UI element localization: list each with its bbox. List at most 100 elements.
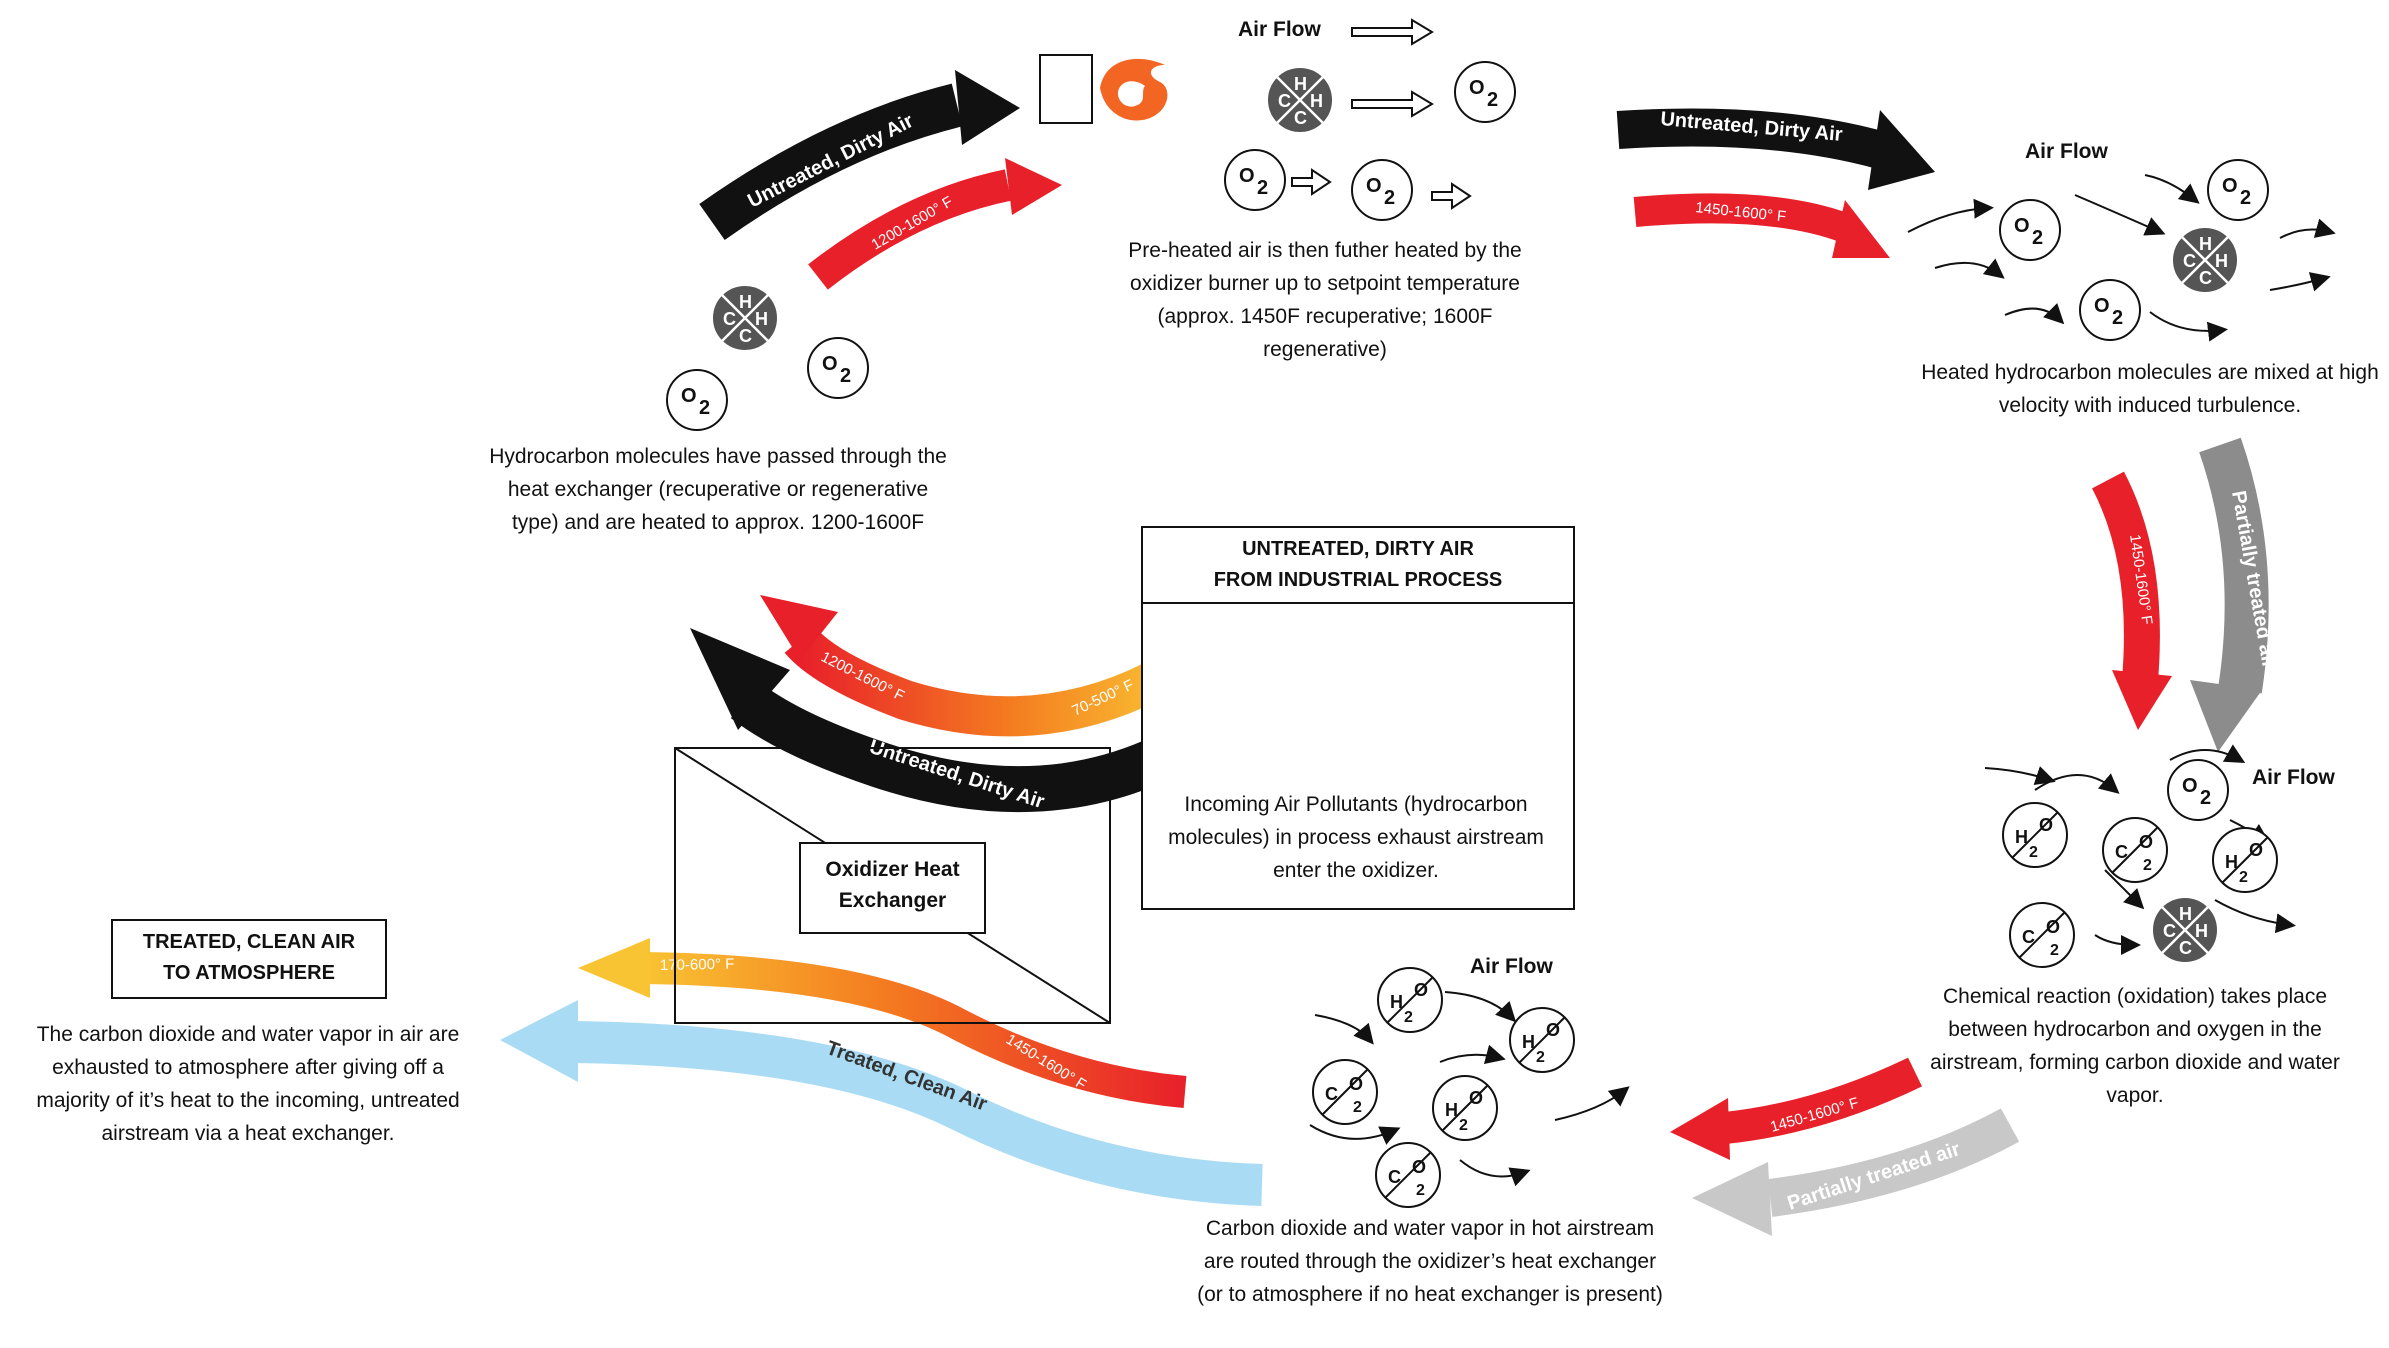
svg-text:2: 2 xyxy=(2200,787,2211,809)
svg-text:O: O xyxy=(1469,77,1485,99)
svg-text:O: O xyxy=(681,385,697,407)
svg-text:H: H xyxy=(739,292,752,312)
treated-clean-air-box: TREATED, CLEAN AIR TO ATMOSPHERE xyxy=(111,919,387,999)
carbon-dioxide-molecule: C O 2 xyxy=(1375,1142,1441,1208)
svg-text:C: C xyxy=(2199,268,2212,288)
svg-text:O: O xyxy=(2046,917,2060,937)
oxygen-molecule: O 2 xyxy=(666,369,728,431)
svg-text:C: C xyxy=(2022,927,2035,947)
heated-1450-right-arrow xyxy=(2091,471,2172,730)
untreated-box-title-line1: UNTREATED, DIRTY AIR xyxy=(1242,538,1474,560)
caption-incoming: Incoming Air Pollutants (hydrocarbon mol… xyxy=(1168,793,1544,882)
untreated-to-mixing-arrow xyxy=(1616,108,1935,190)
incoming-warm-arrow xyxy=(760,595,1191,737)
heat-exchanger-line2: Exchanger xyxy=(838,889,947,912)
svg-text:2: 2 xyxy=(1384,187,1395,209)
svg-text:H: H xyxy=(1522,1032,1535,1052)
svg-text:H: H xyxy=(2179,904,2192,924)
caption-mixed: Heated hydrocarbon molecules are mixed a… xyxy=(1921,361,2379,417)
svg-text:2: 2 xyxy=(2050,942,2059,959)
svg-text:C: C xyxy=(2179,938,2192,958)
svg-text:2: 2 xyxy=(840,365,851,387)
svg-text:H: H xyxy=(2015,827,2028,847)
oxygen-molecule: O 2 xyxy=(1454,61,1516,123)
turbulence-arrows-top xyxy=(1907,174,2336,342)
svg-text:2: 2 xyxy=(699,397,710,419)
untreated-to-burner-arrow xyxy=(699,70,1020,240)
svg-text:C: C xyxy=(739,326,752,346)
svg-text:O: O xyxy=(2094,295,2110,317)
svg-text:O: O xyxy=(2182,775,2198,797)
svg-text:O: O xyxy=(822,353,838,375)
svg-text:O: O xyxy=(1414,980,1428,1000)
svg-text:O: O xyxy=(2222,175,2238,197)
oxygen-molecule: O 2 xyxy=(1224,149,1286,211)
oxygen-molecule: O 2 xyxy=(2167,759,2229,821)
treated-box-title-line2: TO ATMOSPHERE xyxy=(163,962,335,984)
caption-preheated: Pre-heated air is then futher heated by … xyxy=(1128,239,1522,361)
svg-text:O: O xyxy=(1239,165,1255,187)
caption-exhausted: The carbon dioxide and water vapor in ai… xyxy=(36,1023,460,1145)
hydrocarbon-molecule: C H H C xyxy=(1265,65,1335,135)
oxygen-molecule: O 2 xyxy=(807,337,869,399)
oxygen-molecule: O 2 xyxy=(2079,279,2141,341)
caption-routed: Carbon dioxide and water vapor in hot ai… xyxy=(1197,1217,1663,1306)
svg-text:O: O xyxy=(1349,1074,1363,1094)
carbon-dioxide-molecule: C O 2 xyxy=(2102,817,2168,883)
svg-text:H: H xyxy=(2195,921,2208,941)
svg-text:O: O xyxy=(1366,175,1382,197)
airflow-hollow-arrows xyxy=(1291,18,1472,210)
svg-text:C: C xyxy=(1278,91,1291,111)
svg-text:H: H xyxy=(1310,91,1323,111)
heated-1200-arrow xyxy=(808,158,1062,290)
svg-text:C: C xyxy=(1325,1084,1338,1104)
heat-exchanger-line1: Oxidizer Heat xyxy=(825,858,960,881)
svg-text:2: 2 xyxy=(2112,307,2123,329)
svg-text:2: 2 xyxy=(2240,187,2251,209)
untreated-dirty-air-box: UNTREATED, DIRTY AIR FROM INDUSTRIAL PRO… xyxy=(1141,526,1575,910)
heat-exchanger-label-box: Oxidizer Heat Exchanger xyxy=(799,842,986,934)
svg-text:2: 2 xyxy=(1257,177,1268,199)
water-molecule: H 2 O xyxy=(1432,1075,1498,1141)
hydrocarbon-molecule: C H H C xyxy=(2150,895,2220,965)
svg-text:H: H xyxy=(2199,234,2212,254)
untreated-box-title-line2: FROM INDUSTRIAL PROCESS xyxy=(1213,569,1503,591)
treated-clean-arrow xyxy=(500,1000,1263,1206)
svg-text:H: H xyxy=(2225,852,2238,872)
svg-text:H: H xyxy=(2215,251,2228,271)
svg-text:O: O xyxy=(1469,1088,1483,1108)
air-flow-label-bottom: Air Flow xyxy=(1470,955,1553,978)
caption-hydrocarbon-heated: Hydrocarbon molecules have passed throug… xyxy=(489,445,947,534)
svg-text:H: H xyxy=(1445,1100,1458,1120)
svg-text:2: 2 xyxy=(2029,844,2038,861)
air-flow-label-right: Air Flow xyxy=(2025,140,2108,163)
air-flow-label-chem: Air Flow xyxy=(2252,766,2335,789)
water-molecule: H 2 O xyxy=(2002,802,2068,868)
carbon-dioxide-molecule: C O 2 xyxy=(1312,1059,1378,1125)
svg-text:O: O xyxy=(2139,832,2153,852)
svg-text:C: C xyxy=(1294,108,1307,128)
svg-text:2: 2 xyxy=(2143,857,2152,874)
water-molecule: H 2 O xyxy=(1377,967,1443,1033)
treated-box-title-line1: TREATED, CLEAN AIR xyxy=(142,931,356,953)
svg-text:2: 2 xyxy=(2032,227,2043,249)
svg-text:2: 2 xyxy=(1536,1049,1545,1066)
water-molecule: H 2 O xyxy=(1509,1007,1575,1073)
svg-text:O: O xyxy=(2039,815,2053,835)
svg-text:2: 2 xyxy=(1404,1009,1413,1026)
turbulence-arrows-bottom xyxy=(1309,991,1630,1187)
svg-text:C: C xyxy=(1388,1167,1401,1187)
svg-text:2: 2 xyxy=(2239,869,2248,886)
heated-1450-bottom-arrow xyxy=(1670,1057,1922,1160)
svg-text:C: C xyxy=(2163,921,2176,941)
oxygen-molecule: O 2 xyxy=(1999,199,2061,261)
svg-text:2: 2 xyxy=(1459,1117,1468,1134)
svg-text:2: 2 xyxy=(1416,1182,1425,1199)
untreated-box-title: UNTREATED, DIRTY AIR FROM INDUSTRIAL PRO… xyxy=(1143,528,1573,604)
svg-text:C: C xyxy=(2183,251,2196,271)
svg-text:2: 2 xyxy=(1487,89,1498,111)
svg-text:O: O xyxy=(2014,215,2030,237)
oxygen-molecule: O 2 xyxy=(1351,159,1413,221)
burner-icon xyxy=(1039,54,1168,124)
heated-1450-top-arrow xyxy=(1633,193,1890,258)
